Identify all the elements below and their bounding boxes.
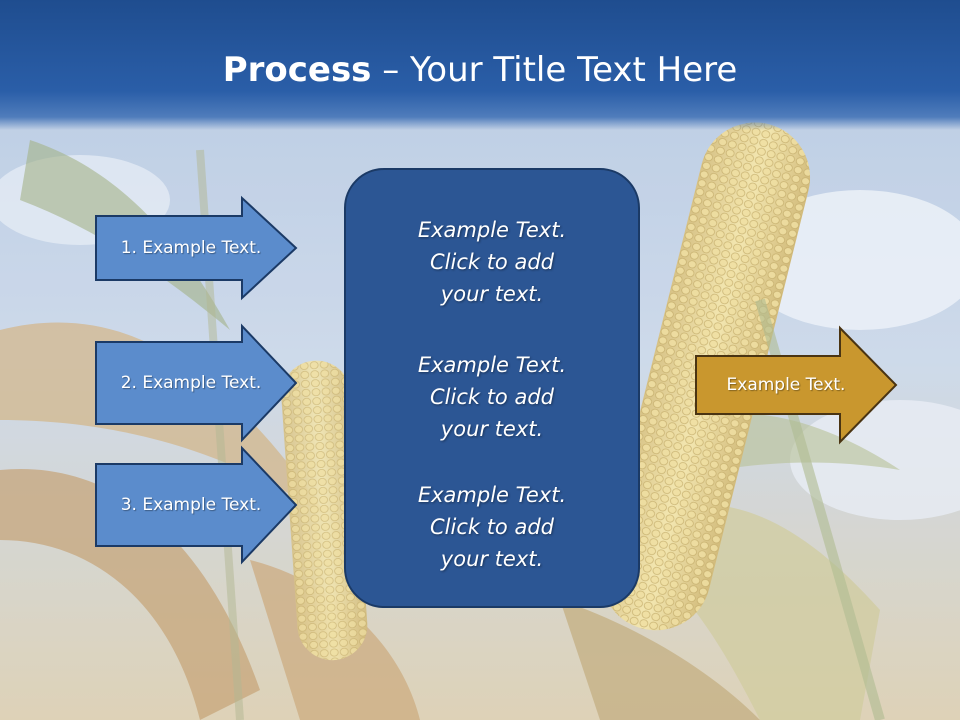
panel-block-2-line-2: Click to add [429, 385, 554, 409]
panel-text-block-2[interactable]: Example Text. Click to add your text. [346, 349, 638, 445]
panel-block-2-line-1: Example Text. [417, 353, 567, 377]
process-step-3-label: 3. Example Text. [120, 495, 262, 515]
process-result-label: Example Text. [726, 375, 846, 395]
panel-text-block-3[interactable]: Example Text. Click to add your text. [346, 479, 638, 575]
process-step-2-arrow[interactable]: 2. Example Text. [95, 323, 298, 443]
process-result-arrow[interactable]: Example Text. [695, 325, 898, 445]
slide-title-rest: – Your Title Text Here [371, 50, 738, 90]
panel-block-3-line-1: Example Text. [417, 483, 567, 507]
panel-block-1-line-2: Click to add [429, 250, 554, 274]
slide-title-bold: Process [222, 50, 372, 90]
center-text-panel[interactable]: Example Text. Click to add your text. Ex… [344, 168, 640, 608]
panel-block-1-line-1: Example Text. [417, 218, 567, 242]
slide-title[interactable]: Process – Your Title Text Here [0, 50, 960, 91]
process-step-1-label: 1. Example Text. [120, 238, 262, 258]
process-step-1-arrow[interactable]: 1. Example Text. [95, 195, 298, 301]
panel-block-3-line-2: Click to add [429, 515, 554, 539]
panel-text-block-1[interactable]: Example Text. Click to add your text. [346, 214, 638, 310]
process-step-3-arrow[interactable]: 3. Example Text. [95, 445, 298, 565]
panel-block-3-line-3: your text. [440, 547, 544, 571]
title-bar [0, 0, 960, 130]
process-step-2-label: 2. Example Text. [120, 373, 262, 393]
panel-block-1-line-3: your text. [440, 282, 544, 306]
panel-block-2-line-3: your text. [440, 417, 544, 441]
